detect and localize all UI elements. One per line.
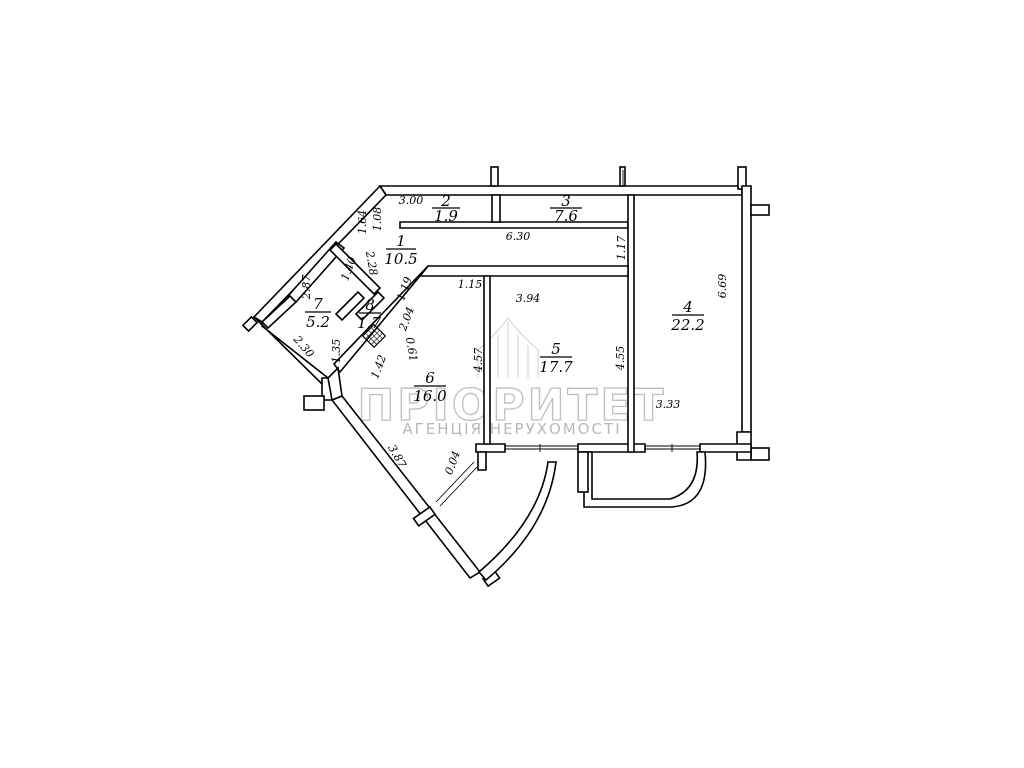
window-room6 xyxy=(435,461,479,507)
room-8-number: 8 xyxy=(365,296,375,314)
room-3-number: 3 xyxy=(561,192,571,210)
room-3-area: 7.6 xyxy=(554,207,578,225)
room-6-area: 16.0 xyxy=(413,387,447,405)
dim-4-55: 4.55 xyxy=(614,346,627,372)
room-labels: 1 10.5 2 1.9 3 7.6 4 22.2 5 17.7 6 16.0 xyxy=(305,192,705,405)
interior-walls xyxy=(260,194,635,471)
dim-0-04: 0.04 xyxy=(442,449,463,476)
room-3-label: 3 7.6 xyxy=(550,192,582,225)
room-4-label: 4 22.2 xyxy=(670,298,704,334)
dim-1-15: 1.15 xyxy=(458,278,483,291)
window-room5 xyxy=(505,444,578,452)
room-1-label: 1 10.5 xyxy=(384,232,417,268)
dim-2-87: 2.87 xyxy=(300,275,313,301)
room-8-area: 1.7 xyxy=(357,314,381,332)
dim-2-28: 2.28 xyxy=(363,249,380,276)
vent-shaft-icon xyxy=(361,323,387,349)
window-room3 xyxy=(619,170,624,186)
dim-3-94: 3.94 xyxy=(516,292,541,305)
room-5-area: 17.7 xyxy=(539,358,573,376)
room-7-label: 7 5.2 xyxy=(305,295,331,331)
dim-1-17: 1.17 xyxy=(615,236,628,261)
room-5-number: 5 xyxy=(551,340,561,358)
room-8-label: 8 1.7 xyxy=(357,296,381,332)
room-7-number: 7 xyxy=(313,295,323,313)
room-6-label: 6 16.0 xyxy=(413,369,447,405)
room-2-label: 2 1.9 xyxy=(432,192,460,225)
dim-0-61: 0.61 xyxy=(403,336,420,362)
dim-1-64: 1.64 xyxy=(356,210,369,235)
dim-1-08: 1.08 xyxy=(371,207,384,232)
room-1-area: 10.5 xyxy=(384,250,417,268)
room-1-number: 1 xyxy=(396,232,406,250)
dim-3-33: 3.33 xyxy=(656,398,681,411)
dim-2-04: 2.04 xyxy=(396,305,417,333)
room-2-area: 1.9 xyxy=(434,207,458,225)
dim-1-19: 1.19 xyxy=(394,275,415,302)
watermark: ПРІОРИТЕТ АГЕНЦІЯ НЕРУХОМОСТІ xyxy=(357,317,666,438)
dim-3-00: 3.00 xyxy=(399,194,424,207)
dim-4-57: 4.57 xyxy=(472,348,485,374)
watermark-title: ПРІОРИТЕТ xyxy=(357,380,666,431)
room-2-number: 2 xyxy=(440,192,451,210)
window-room4 xyxy=(645,444,700,452)
watermark-subtitle: АГЕНЦІЯ НЕРУХОМОСТІ xyxy=(402,420,621,438)
windows xyxy=(435,170,700,507)
exterior-walls xyxy=(241,166,770,588)
room-4-number: 4 xyxy=(682,298,693,316)
dim-6-30: 6.30 xyxy=(506,230,531,243)
room-7-area: 5.2 xyxy=(306,313,330,331)
room-4-area: 22.2 xyxy=(670,316,704,334)
room-5-label: 5 17.7 xyxy=(539,340,573,376)
dim-6-69: 6.69 xyxy=(716,274,729,299)
dim-1-35: 1.35 xyxy=(330,339,343,364)
dimension-labels: 3.00 1.08 1.64 6.30 1.17 2.87 1.40 2.28 … xyxy=(290,194,729,477)
dim-1-42: 1.42 xyxy=(368,353,389,380)
room-6-number: 6 xyxy=(425,369,435,387)
